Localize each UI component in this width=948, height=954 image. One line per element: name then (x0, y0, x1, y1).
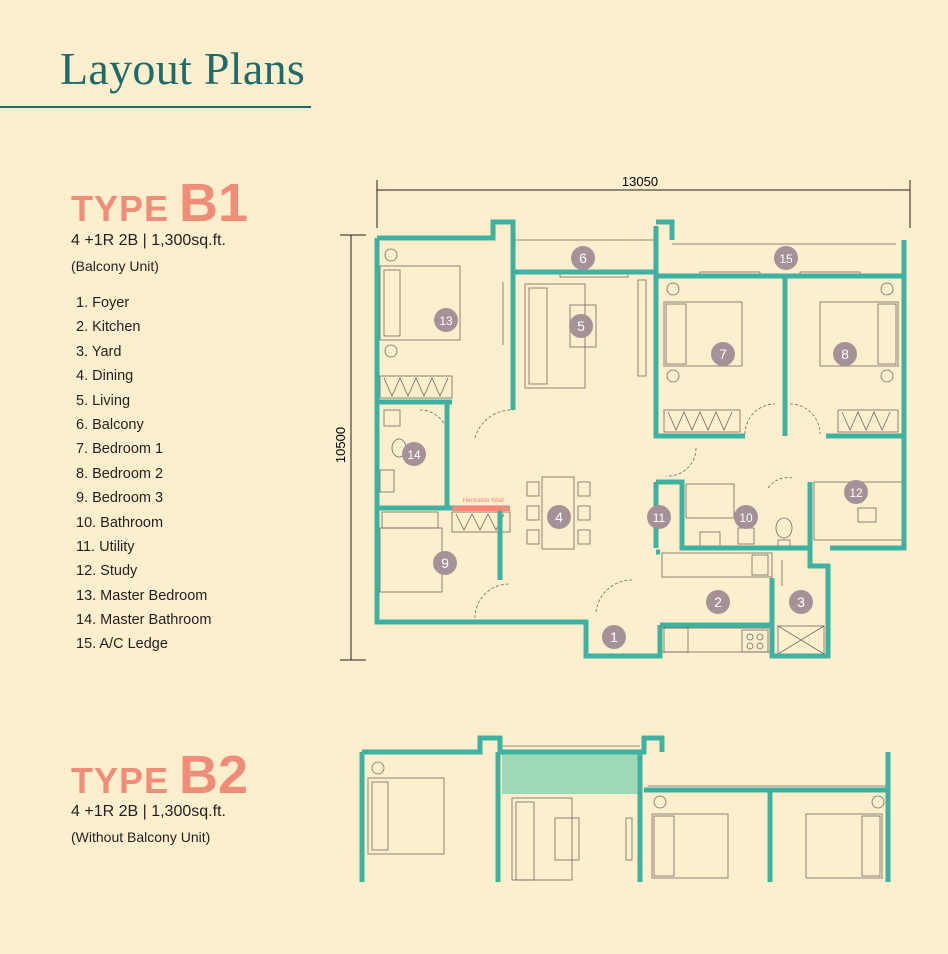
type-b2-word: TYPE (71, 760, 170, 801)
legend-item: 7. Bedroom 1 (76, 441, 164, 458)
hackable-wall (452, 506, 510, 511)
room-marker: 9 (433, 551, 457, 575)
svg-text:8: 8 (841, 346, 849, 362)
page-title: Layout Plans (60, 43, 306, 94)
svg-text:1: 1 (610, 629, 618, 645)
room-legend: 1. Foyer 2. Kitchen 3. Yard 4. Dining 5.… (76, 294, 211, 660)
legend-item: 6. Balcony (76, 416, 144, 433)
type-b1-floor-plan: 13050 10500 (333, 174, 911, 661)
legend-item: 4. Dining (76, 368, 134, 385)
room-marker: 10 (734, 505, 758, 529)
svg-text:15: 15 (779, 252, 793, 266)
svg-text:12: 12 (849, 486, 863, 500)
dimension-width: 13050 (622, 174, 658, 189)
type-b1-spec: 4 +1R 2B | 1,300sq.ft. (71, 232, 226, 249)
type-b2-subtitle: (Without Balcony Unit) (71, 829, 211, 845)
room-marker: 4 (547, 505, 571, 529)
type-b2-spec: 4 +1R 2B | 1,300sq.ft. (71, 803, 226, 820)
legend-item: 10. Bathroom (76, 514, 164, 531)
svg-text:5: 5 (577, 318, 585, 334)
svg-text:9: 9 (441, 555, 449, 571)
room-markers: 1 2 3 4 5 6 7 8 9 10 11 12 13 14 15 (402, 246, 868, 649)
room-marker: 7 (711, 342, 735, 366)
svg-text:2: 2 (714, 594, 722, 610)
furniture (379, 239, 905, 655)
legend-item: 5. Living (76, 392, 131, 409)
type-b2-floor-plan (359, 735, 891, 882)
type-b1-word: TYPE (71, 188, 170, 229)
legend-item: 15. A/C Ledge (76, 636, 168, 653)
room-marker: 12 (844, 480, 868, 504)
room-marker: 14 (402, 442, 426, 466)
dimension-lines (340, 180, 911, 661)
room-marker: 6 (571, 246, 595, 270)
svg-text:6: 6 (579, 250, 587, 266)
wardrobes (379, 375, 899, 533)
svg-text:10: 10 (739, 511, 753, 525)
svg-text:4: 4 (555, 509, 563, 525)
legend-item: 2. Kitchen (76, 319, 141, 336)
legend-item: 11. Utility (76, 538, 135, 555)
legend-item: 12. Study (76, 563, 138, 580)
room-marker: 8 (833, 342, 857, 366)
type-b2-code: B2 (179, 745, 249, 805)
room-marker: 15 (774, 246, 798, 270)
legend-item: 3. Yard (76, 343, 122, 360)
legend-item: 1. Foyer (76, 295, 130, 311)
hackable-wall-label: Hackable Wall (462, 497, 504, 504)
svg-text:14: 14 (407, 448, 421, 462)
title-underline (0, 106, 311, 108)
b2-walls (359, 735, 891, 882)
svg-text:13: 13 (439, 314, 453, 328)
legend-item: 9. Bedroom 3 (76, 490, 164, 507)
svg-text:11: 11 (653, 511, 666, 525)
room-marker: 3 (789, 590, 813, 614)
room-marker: 5 (569, 314, 593, 338)
legend-item: 13. Master Bedroom (76, 587, 208, 604)
room-marker: 1 (602, 625, 626, 649)
type-b1-subtitle: (Balcony Unit) (71, 258, 159, 274)
svg-text:7: 7 (719, 346, 727, 362)
room-marker: 13 (434, 308, 458, 332)
room-marker: 11 (647, 505, 671, 529)
b2-highlight-zone (502, 752, 640, 794)
walls (374, 219, 907, 659)
b2-furniture (367, 745, 886, 881)
room-marker: 2 (706, 590, 730, 614)
door-swings (419, 403, 821, 619)
legend-item: 14. Master Bathroom (76, 612, 212, 629)
dimension-depth: 10500 (333, 427, 348, 463)
svg-text:3: 3 (797, 594, 805, 610)
legend-item: 8. Bedroom 2 (76, 465, 164, 482)
type-b1-code: B1 (179, 173, 249, 233)
